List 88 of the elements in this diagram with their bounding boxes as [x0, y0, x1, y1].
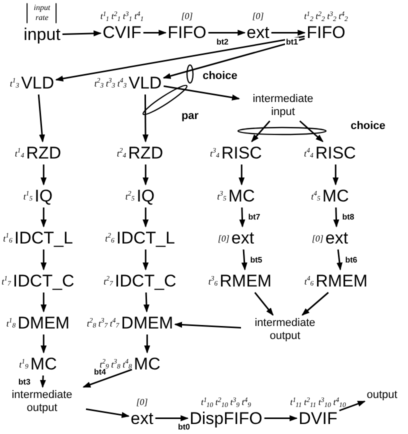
arrow [40, 250, 47, 270]
process-label: IDCT_L [14, 228, 73, 248]
process-label: MC [134, 354, 160, 374]
edge-label: bt2 [216, 37, 230, 46]
arrow [254, 292, 274, 316]
arrow [155, 415, 189, 422]
process-label: IQ [136, 186, 155, 206]
process-label: IDCT_L [116, 228, 175, 248]
stage-label: intermediate input [252, 93, 314, 119]
arrow [339, 400, 366, 412]
arrow [251, 120, 270, 142]
arrow [143, 30, 167, 36]
process-label: VLD [128, 74, 162, 92]
time-annotation: [0] [218, 233, 230, 243]
process-label: RMEM [316, 272, 368, 290]
time-annotation: [0] [312, 233, 324, 243]
process-label: CVIF [102, 23, 142, 42]
edge-label: bt0 [177, 422, 191, 432]
edge-label: bt5 [249, 255, 264, 264]
arrow [241, 249, 248, 270]
arrow [208, 30, 246, 36]
arrow [271, 30, 306, 36]
arrow [38, 94, 46, 142]
arrow [143, 292, 150, 312]
rate-matrix: input rate [27, 3, 57, 24]
process-label: ext [130, 408, 154, 428]
arrow [162, 38, 305, 79]
arrow [302, 292, 329, 316]
process-label: ext [325, 228, 348, 248]
arrow [142, 250, 149, 270]
arrow [164, 85, 240, 100]
edge-label: bt6 [344, 255, 358, 264]
process-label: IDCT_C [114, 272, 176, 290]
arrow [333, 207, 340, 228]
process-label: MC [228, 186, 255, 206]
arrow [238, 164, 245, 186]
arrow [336, 249, 343, 270]
process-label: IQ [34, 186, 53, 206]
arrow [62, 30, 102, 36]
relation-label: par [181, 110, 199, 122]
stage-label: intermediate output [254, 317, 316, 343]
relation-label: choice [350, 120, 386, 132]
process-label: output [366, 388, 398, 403]
arrow [142, 208, 149, 228]
edge-label: bt4 [93, 368, 107, 376]
process-label: MC [30, 354, 57, 374]
time-annotation: [0] [181, 11, 193, 22]
time-annotation: [0] [252, 11, 264, 22]
arrow [40, 292, 47, 312]
process-label: RZD [128, 144, 164, 162]
arrow [40, 375, 46, 388]
arrow [40, 208, 47, 228]
process-label: RISC [315, 144, 356, 162]
process-label: RMEM [220, 272, 272, 290]
process-label: DispFIFO [190, 408, 262, 428]
process-label: IDCT_C [12, 272, 74, 290]
arrow [40, 164, 47, 186]
arrow [40, 334, 47, 354]
arrow [144, 334, 150, 354]
process-label: DMEM [121, 314, 174, 332]
process-label: DVIF [298, 408, 338, 428]
process-label: RZD [26, 144, 62, 162]
process-label: ext [246, 23, 270, 42]
arrow [142, 164, 149, 186]
arrow [239, 207, 246, 228]
process-label: ext [231, 228, 254, 248]
edge-label: bt1 [285, 37, 299, 46]
arrow [332, 164, 339, 186]
relation-label: choice [202, 70, 238, 82]
arrow [174, 322, 242, 329]
process-label: FIFO [168, 23, 206, 42]
arrow [299, 120, 324, 142]
time-annotation: [0] [136, 396, 148, 407]
process-label: MC [322, 186, 349, 206]
process-label: RISC [221, 144, 262, 162]
arrow [142, 94, 148, 142]
arrow [86, 408, 130, 418]
process-label: input [24, 25, 60, 44]
arrow [55, 36, 305, 82]
process-label: DMEM [18, 314, 70, 332]
process-label: FIFO [306, 23, 346, 42]
edge-label: bt8 [341, 212, 356, 222]
arrow [82, 368, 132, 388]
edge-label: bt7 [247, 212, 262, 222]
stage-label: intermediate output [10, 389, 74, 415]
process-label: VLD [21, 74, 54, 92]
arrow [264, 415, 298, 422]
edge-label: bt3 [17, 377, 32, 386]
